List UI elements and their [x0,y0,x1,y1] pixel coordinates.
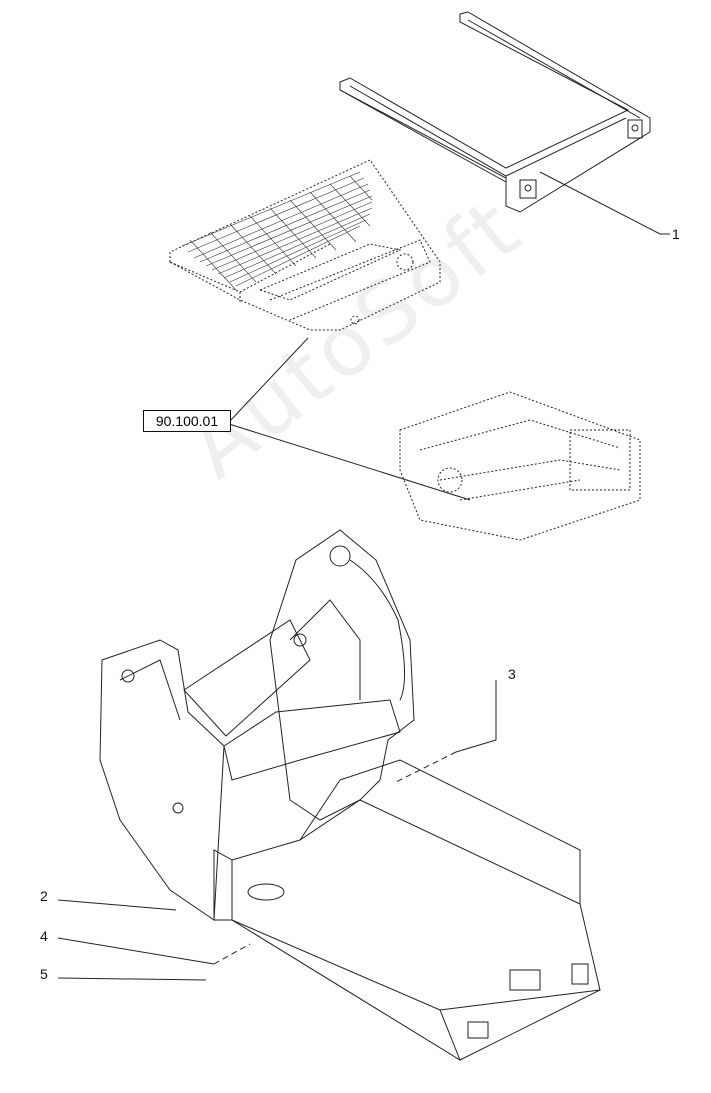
reference-label-box[interactable]: 90.100.01 [143,410,231,432]
reference-hood-assembly [169,159,441,331]
part-2-chassis [99,529,601,1061]
reference-leaders [228,337,471,501]
callout-4[interactable]: 4 [40,928,48,944]
hood-mesh [181,171,373,291]
callout-5[interactable]: 5 [40,966,48,982]
callout-3[interactable]: 3 [508,666,516,682]
reference-rear-assembly [399,391,641,541]
part-1-top-frame [339,11,651,213]
callout-leaders [57,171,670,981]
callout-2[interactable]: 2 [40,888,48,904]
callout-1[interactable]: 1 [672,226,680,242]
